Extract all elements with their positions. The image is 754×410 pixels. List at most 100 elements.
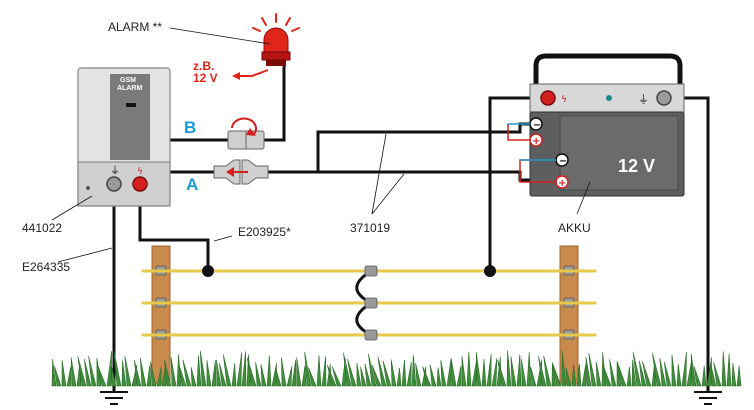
grass-blade (530, 366, 537, 387)
connector-b (227, 117, 265, 150)
grass-blade (308, 367, 317, 387)
grass-blade (321, 356, 327, 387)
grass-blade (526, 352, 532, 387)
wire-connectors (355, 265, 378, 341)
grass-blade (368, 353, 377, 387)
grass-blade (731, 362, 737, 387)
voltage-arrow (232, 69, 269, 80)
battery-indicator-dot (606, 95, 612, 101)
label-code-ground: E264335 (22, 260, 70, 274)
grass-blade (506, 350, 512, 387)
grass-blade (561, 350, 567, 387)
grass-blade (134, 359, 142, 387)
grass-blade (364, 363, 372, 387)
device-ground-terminal (106, 176, 122, 192)
grass-blade (275, 367, 282, 387)
grass-blade (651, 365, 657, 387)
grass-blade (466, 351, 472, 387)
grass-blade (255, 362, 262, 387)
grass-blade (178, 365, 187, 387)
grass-blade (429, 364, 437, 387)
grass-blade (77, 356, 87, 387)
grass-blade (726, 353, 732, 387)
label-code-leadwire: E203925* (238, 225, 291, 239)
plus-icon-lower: + (558, 178, 566, 189)
grass-blade (70, 357, 77, 387)
grass-blade (481, 359, 487, 387)
grass-blade (246, 357, 257, 387)
label-code-device: 441022 (22, 221, 62, 235)
grass-blade (581, 362, 587, 387)
grass-blade (681, 351, 687, 387)
grass-blade (88, 355, 97, 387)
lightning-mark-icon: ϟ (137, 167, 143, 177)
label-code-cable: 371019 (350, 221, 390, 235)
grass-blade (146, 365, 152, 387)
grass-blade (356, 362, 362, 387)
grass-blade (343, 352, 352, 387)
grass-blade (296, 357, 302, 387)
grass-blade (690, 353, 697, 387)
grass-blade (196, 355, 202, 387)
grass-blade (491, 358, 498, 387)
grass-blade (66, 366, 72, 387)
grass-blade (111, 365, 117, 387)
grass-blade (396, 367, 402, 387)
grass-blade (291, 359, 297, 387)
device-output-terminal (132, 176, 148, 192)
grass-blade (710, 362, 717, 387)
grass-blade (664, 361, 672, 387)
grass-blade (406, 361, 412, 387)
grass-blade (516, 354, 522, 387)
grass (51, 350, 742, 387)
grass-blade (286, 366, 293, 387)
grass-blade (156, 366, 162, 387)
grass-blade (170, 357, 177, 387)
grass-blade (595, 361, 602, 387)
leader-lines (51, 27, 591, 263)
grass-blade (456, 365, 462, 387)
grass-blade (422, 366, 432, 387)
ground-mark-icon: ⏚ (110, 165, 120, 177)
grass-blade (693, 366, 702, 387)
grass-blade (638, 360, 647, 387)
grass-blade (603, 366, 612, 387)
label-akku: AKKU (558, 221, 591, 235)
minus-icon-upper: − (533, 120, 541, 131)
grass-blade (543, 355, 552, 387)
grass-blade (510, 356, 517, 387)
grass-blade (347, 359, 357, 387)
grass-blade (260, 364, 267, 387)
grass-blade (436, 367, 442, 387)
grass-blade (486, 353, 492, 387)
grass-blade (199, 350, 207, 387)
grass-blade (164, 359, 172, 387)
grass-blade (538, 356, 547, 387)
grass-blade (106, 351, 112, 387)
grass-blade (190, 367, 197, 387)
connector-a (213, 159, 269, 185)
grass-blade (571, 364, 577, 387)
device-label-line1: GSM (120, 77, 136, 84)
grass-blade (450, 358, 457, 387)
grass-blade (411, 355, 417, 387)
alarm-lamp (252, 13, 300, 66)
grass-blade (736, 365, 742, 387)
grass-blade (301, 365, 307, 387)
battery-positive-terminal (540, 90, 556, 106)
grass-blade (231, 363, 237, 387)
grass-blade (551, 364, 557, 387)
ground-symbol-left (100, 391, 128, 405)
grass-blade (140, 358, 147, 387)
grass-blade (327, 364, 337, 387)
plus-icon-upper: + (532, 136, 540, 147)
label-12v-alarm: 12 V (193, 71, 218, 85)
grass-blade (211, 360, 217, 387)
grass-blade (446, 358, 452, 387)
grass-blade (182, 359, 192, 387)
battery-ground-icon: ⏚ (638, 93, 649, 106)
grass-blade (54, 365, 62, 387)
grass-blade (659, 358, 667, 387)
grass-blade (475, 352, 482, 387)
grass-blade (390, 359, 397, 387)
